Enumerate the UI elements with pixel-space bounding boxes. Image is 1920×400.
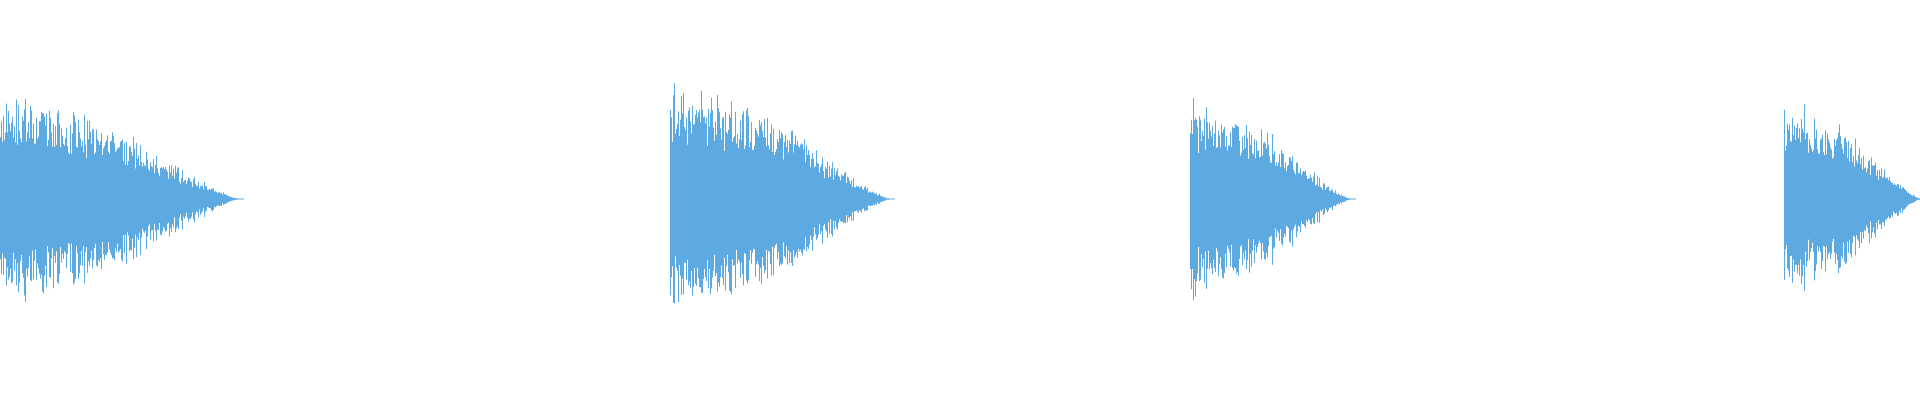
waveform-bursts	[0, 83, 1920, 304]
waveform-burst-1	[0, 99, 238, 303]
waveform-burst-2	[670, 83, 889, 304]
waveform-burst-3	[1190, 98, 1350, 301]
waveform-burst-4	[1784, 104, 1920, 291]
